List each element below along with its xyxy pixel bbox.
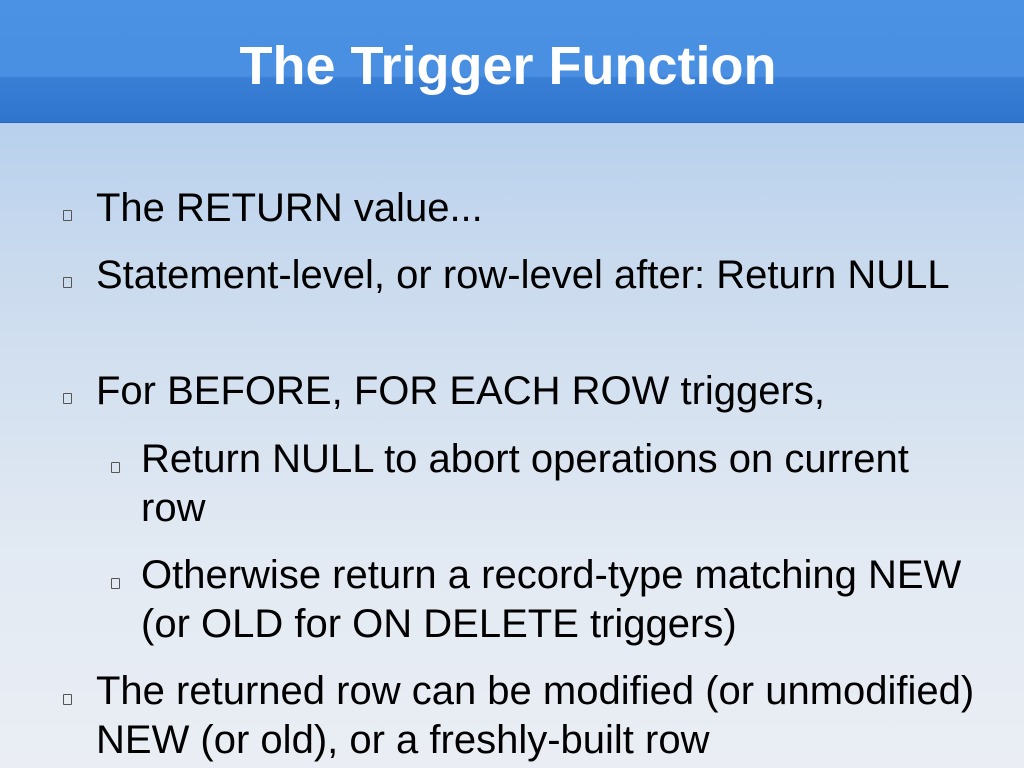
- bullet-item: The returned row can be modified (or unm…: [96, 669, 975, 762]
- title-bar: The Trigger Function: [0, 0, 1024, 123]
- bullet-item: For BEFORE, FOR EACH ROW triggers,: [96, 369, 825, 413]
- bullet-marker-icon: [63, 393, 72, 404]
- bullet-marker-icon: [63, 210, 72, 221]
- slide-title: The Trigger Function: [239, 36, 777, 96]
- bullet-item: Statement-level, or row-level after: Ret…: [96, 253, 950, 297]
- sub-bullet-item: Return NULL to abort operations on curre…: [141, 437, 909, 530]
- bullet-marker-icon: [63, 694, 72, 705]
- bullet-item: The RETURN value...: [96, 186, 483, 230]
- sub-bullet-marker-icon: [111, 462, 120, 473]
- sub-bullet-marker-icon: [111, 578, 120, 589]
- bullet-marker-icon: [63, 277, 72, 288]
- sub-bullet-item: Otherwise return a record-type matching …: [141, 553, 962, 646]
